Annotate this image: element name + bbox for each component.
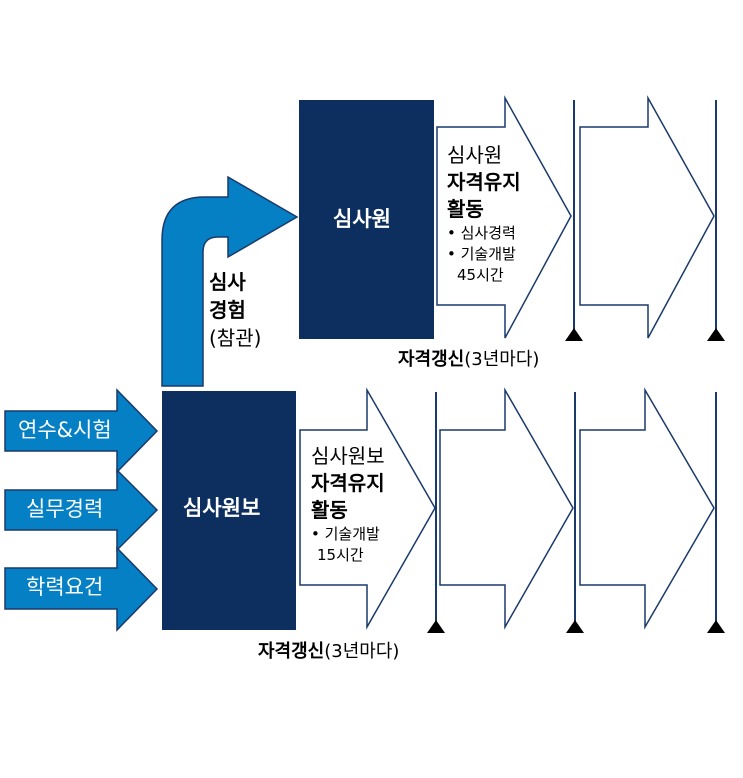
auditor-box	[299, 100, 434, 339]
assistant-box	[162, 391, 296, 630]
auditor-cycle-arrow	[579, 95, 715, 339]
auditor-renewal-label: 자격갱신(3년마다)	[398, 349, 540, 370]
assistant-activity-arrow	[299, 387, 436, 630]
assistant-cycle-arrow-3	[579, 387, 715, 630]
assistant-activity-item: • 기술개발	[311, 525, 380, 543]
auditor-activity-hours: 45시간	[457, 266, 504, 284]
promotion-arrow	[161, 175, 299, 387]
assistant-activity-text: 심사원보 자격유지 활동 • 기술개발 15시간	[311, 443, 385, 566]
assistant-renewal-label: 자격갱신(3년마다)	[258, 641, 400, 662]
assistant-box-label: 심사원보	[183, 496, 261, 520]
renewal-lines	[435, 100, 717, 630]
auditor-activity-bold2: 활동	[447, 197, 484, 221]
assistant-activity-title: 심사원보	[311, 444, 385, 468]
auditor-activity-bold1: 자격유지	[447, 170, 521, 194]
input-label-education: 학력요건	[26, 575, 104, 599]
experience-label: 심사 경험 (참관)	[209, 268, 261, 352]
auditor-activity-text: 심사원 자격유지 활동 • 심사경력 • 기술개발 45시간	[447, 142, 521, 286]
experience-line2: 경험	[209, 298, 246, 322]
assistant-cycle-arrow-2	[439, 387, 574, 630]
assistant-activity-bold2: 활동	[311, 498, 348, 522]
auditor-activity-title: 심사원	[447, 143, 503, 167]
input-arrow-experience	[4, 468, 159, 552]
auditor-box-label: 심사원	[333, 207, 391, 231]
renewal-marker-icons	[427, 328, 725, 633]
auditor-activity-item: • 기술개발	[447, 245, 516, 263]
input-arrow-education	[4, 546, 159, 632]
auditor-activity-item: • 심사경력	[447, 224, 516, 242]
input-label-training: 연수&시험	[18, 418, 112, 442]
input-label-experience: 실무경력	[26, 497, 104, 521]
assistant-activity-hours: 15시간	[317, 546, 364, 564]
experience-line3: (참관)	[209, 326, 262, 350]
auditor-activity-arrow	[436, 95, 572, 339]
experience-line1: 심사	[209, 270, 246, 294]
input-arrow-training	[4, 388, 159, 474]
assistant-activity-bold1: 자격유지	[311, 471, 385, 495]
